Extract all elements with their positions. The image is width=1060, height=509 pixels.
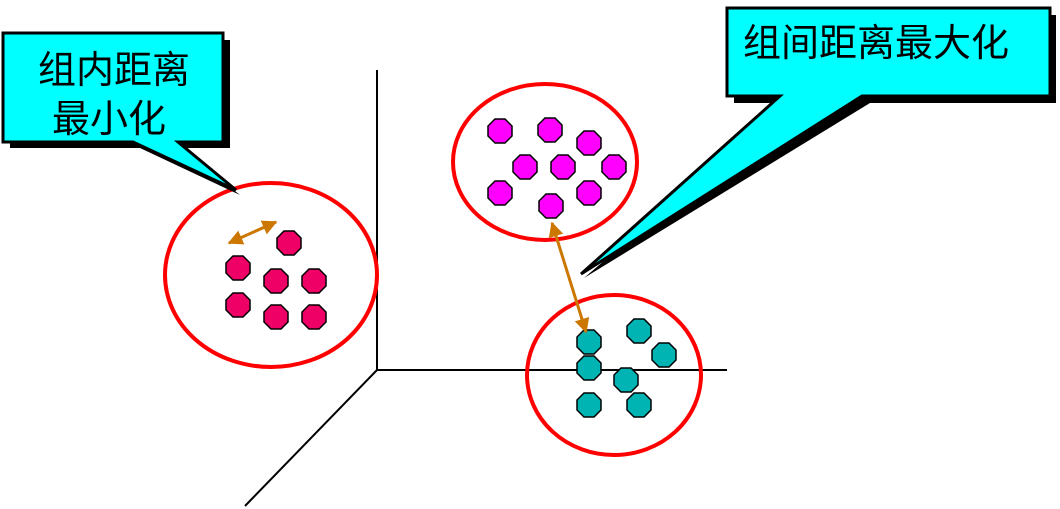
- teal-cluster-point-4: [576, 355, 602, 381]
- callout-inter-box: [579, 6, 1052, 276]
- callout-intra-line1: 组内距离: [38, 48, 190, 92]
- teal-cluster-point-7: [626, 392, 652, 418]
- magenta-cluster-point-1: [487, 118, 513, 144]
- red-cluster-point-5: [225, 292, 251, 318]
- magenta-cluster-point-3: [576, 130, 602, 156]
- red-cluster-point-7: [301, 304, 327, 330]
- teal-cluster-point-1: [576, 329, 602, 355]
- magenta-cluster-point-5: [550, 154, 576, 180]
- red-cluster-point-4: [301, 268, 327, 294]
- intra-distance-arrow: [227, 220, 278, 245]
- cluster-circle-red: [163, 181, 379, 369]
- axis-depth: [244, 369, 378, 507]
- cluster-points-magenta: [487, 117, 627, 219]
- magenta-cluster-point-2: [537, 117, 563, 143]
- magenta-cluster-point-9: [538, 193, 564, 219]
- cluster-circle-teal: [525, 293, 703, 457]
- magenta-cluster-point-6: [601, 154, 627, 180]
- teal-cluster-point-2: [626, 318, 652, 344]
- magenta-cluster-point-8: [576, 180, 602, 206]
- axes: [244, 70, 727, 507]
- callout-inter-text: 组间距离最大化: [743, 21, 1009, 65]
- magenta-cluster-point-7: [487, 180, 513, 206]
- callout-intra-box: [1, 31, 237, 192]
- red-cluster-point-2: [225, 255, 251, 281]
- teal-cluster-point-5: [613, 367, 639, 393]
- cluster-points-teal: [576, 318, 677, 418]
- cluster-points-red: [225, 230, 327, 330]
- magenta-cluster-point-4: [512, 154, 538, 180]
- cluster-circle-magenta: [451, 82, 639, 242]
- callout-intra-line2: 最小化: [52, 97, 166, 141]
- callout-inter: 组间距离最大化: [579, 6, 1056, 278]
- red-cluster-point-1: [276, 230, 302, 256]
- inter-distance-arrow: [548, 221, 590, 334]
- red-cluster-point-6: [263, 304, 289, 330]
- red-cluster-point-3: [263, 268, 289, 294]
- teal-cluster-point-3: [651, 342, 677, 368]
- callout-intra: 组内距离 最小化: [1, 31, 240, 195]
- teal-cluster-point-6: [576, 392, 602, 418]
